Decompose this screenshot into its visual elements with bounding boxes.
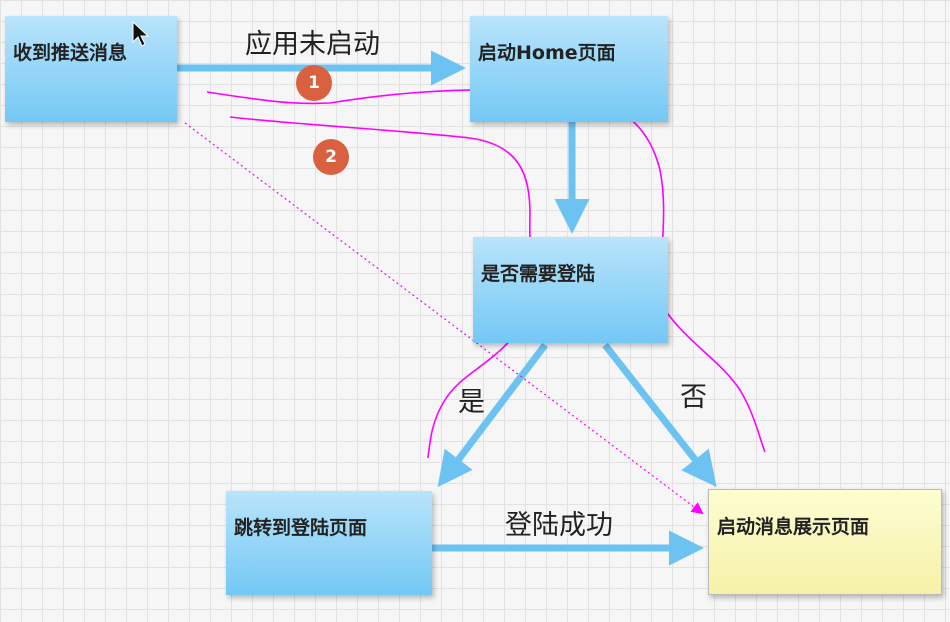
edge-label-app-not-started: 应用未启动 [245, 29, 380, 60]
annotation-path-2 [229, 116, 532, 459]
node-label: 收到推送消息 [13, 42, 128, 64]
node-need-login[interactable]: 是否需要登陆 [473, 237, 668, 343]
edge-label-yes: 是 [458, 387, 485, 418]
edge-label-no: 否 [680, 382, 707, 413]
arrow-no [602, 342, 717, 488]
step-marker-1: 1 [296, 65, 332, 101]
node-label: 是否需要登陆 [481, 263, 596, 285]
node-receive-push[interactable]: 收到推送消息 [5, 16, 177, 122]
node-label: 启动消息展示页面 [717, 516, 870, 538]
node-label: 跳转到登陆页面 [234, 517, 368, 539]
node-label: 启动Home页面 [478, 42, 616, 64]
arrow-yes [437, 342, 548, 488]
annotation-path-1 [206, 88, 766, 453]
edge-label-login-success: 登陆成功 [505, 510, 613, 541]
node-show-message[interactable]: 启动消息展示页面 [708, 489, 942, 595]
node-goto-login[interactable]: 跳转到登陆页面 [226, 491, 432, 595]
step-marker-2: 2 [313, 139, 349, 175]
node-launch-home[interactable]: 启动Home页面 [470, 16, 668, 122]
